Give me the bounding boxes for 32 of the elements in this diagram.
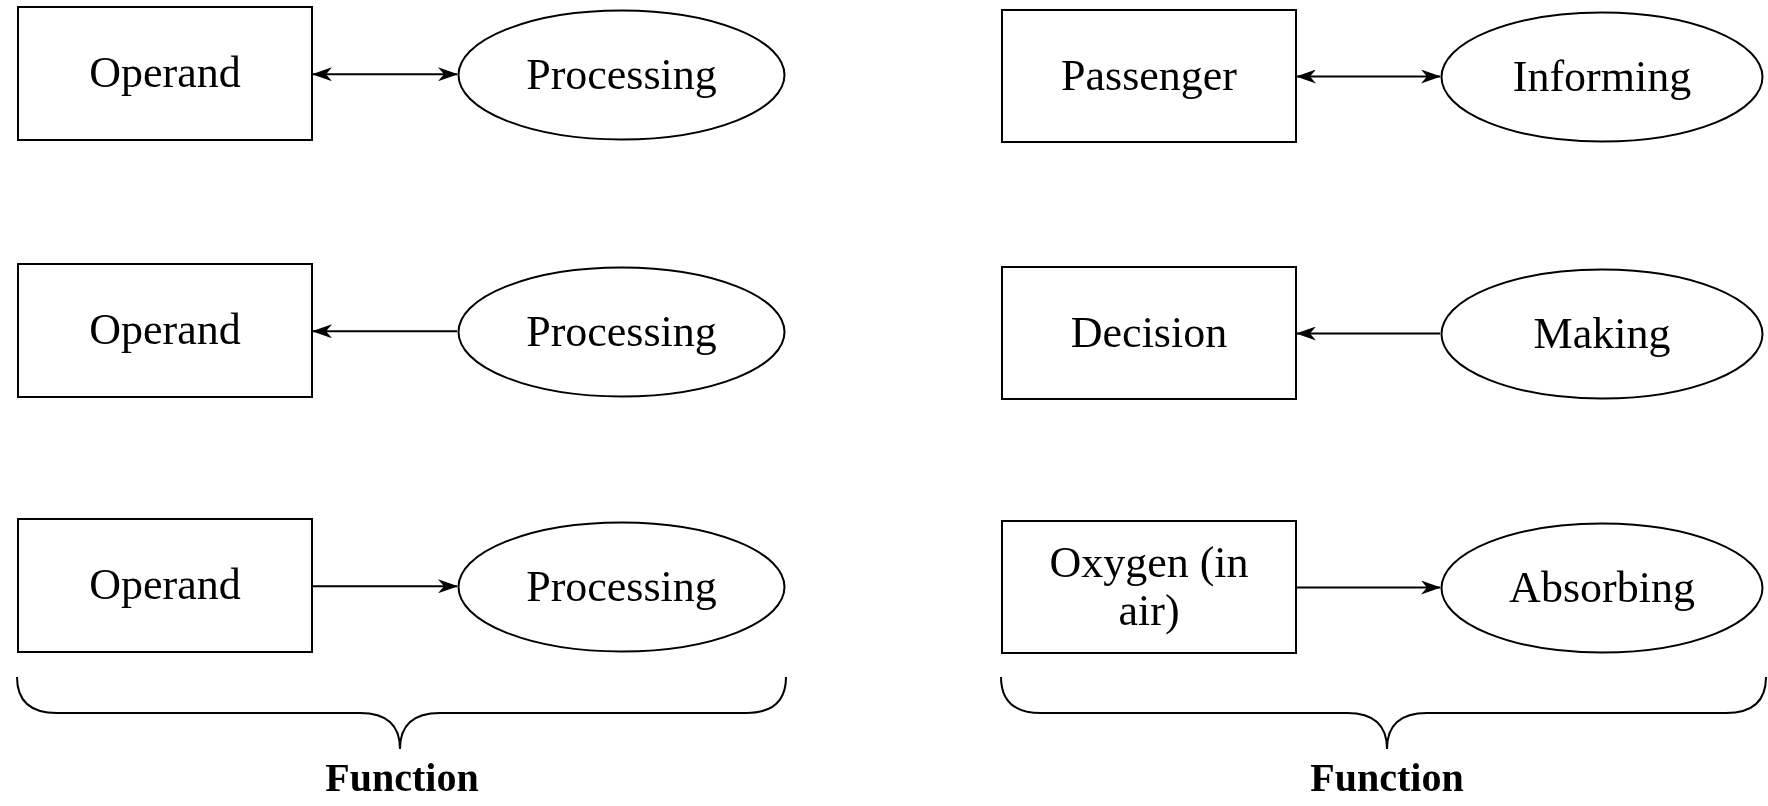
operand-box	[17, 518, 313, 653]
process-ellipse	[1440, 268, 1764, 400]
node-label: Operand	[89, 49, 241, 98]
operand-box	[1001, 9, 1297, 143]
node-label: Passenger	[1061, 51, 1237, 101]
node-label: Operand	[89, 561, 241, 610]
process-ellipse	[1440, 11, 1764, 143]
node-label: Processing	[526, 307, 717, 357]
arrow	[1296, 326, 1441, 341]
operand-box	[17, 6, 313, 141]
operand-box	[17, 263, 313, 398]
arrow	[312, 579, 458, 594]
arrow	[312, 67, 458, 82]
arrow	[1296, 69, 1441, 84]
node-label: Processing	[526, 562, 717, 612]
process-ellipse	[457, 521, 786, 653]
brace-label: Function	[325, 758, 479, 798]
process-ellipse	[457, 9, 786, 141]
arrow	[312, 324, 458, 339]
operand-box	[1001, 266, 1297, 400]
process-ellipse	[1440, 522, 1764, 654]
node-label: Operand	[89, 306, 241, 355]
process-ellipse	[457, 266, 786, 398]
node-label: Informing	[1512, 52, 1692, 102]
node-label: Processing	[526, 50, 717, 100]
node-label: Oxygen (in air)	[1049, 538, 1249, 636]
node-label: Decision	[1070, 308, 1228, 358]
operand-box	[1001, 520, 1297, 654]
node-label: Making	[1533, 309, 1671, 359]
node-label: Absorbing	[1509, 563, 1695, 613]
arrow	[1296, 580, 1441, 595]
brace-label: Function	[1310, 758, 1464, 798]
